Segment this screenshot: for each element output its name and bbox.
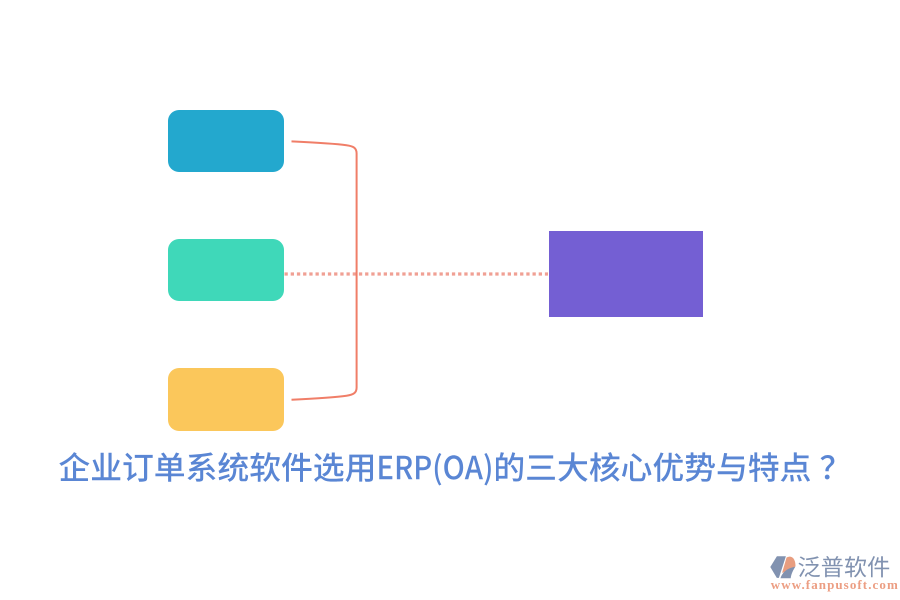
svg-text:www.fanpusoft.com: www.fanpusoft.com [771, 577, 898, 592]
